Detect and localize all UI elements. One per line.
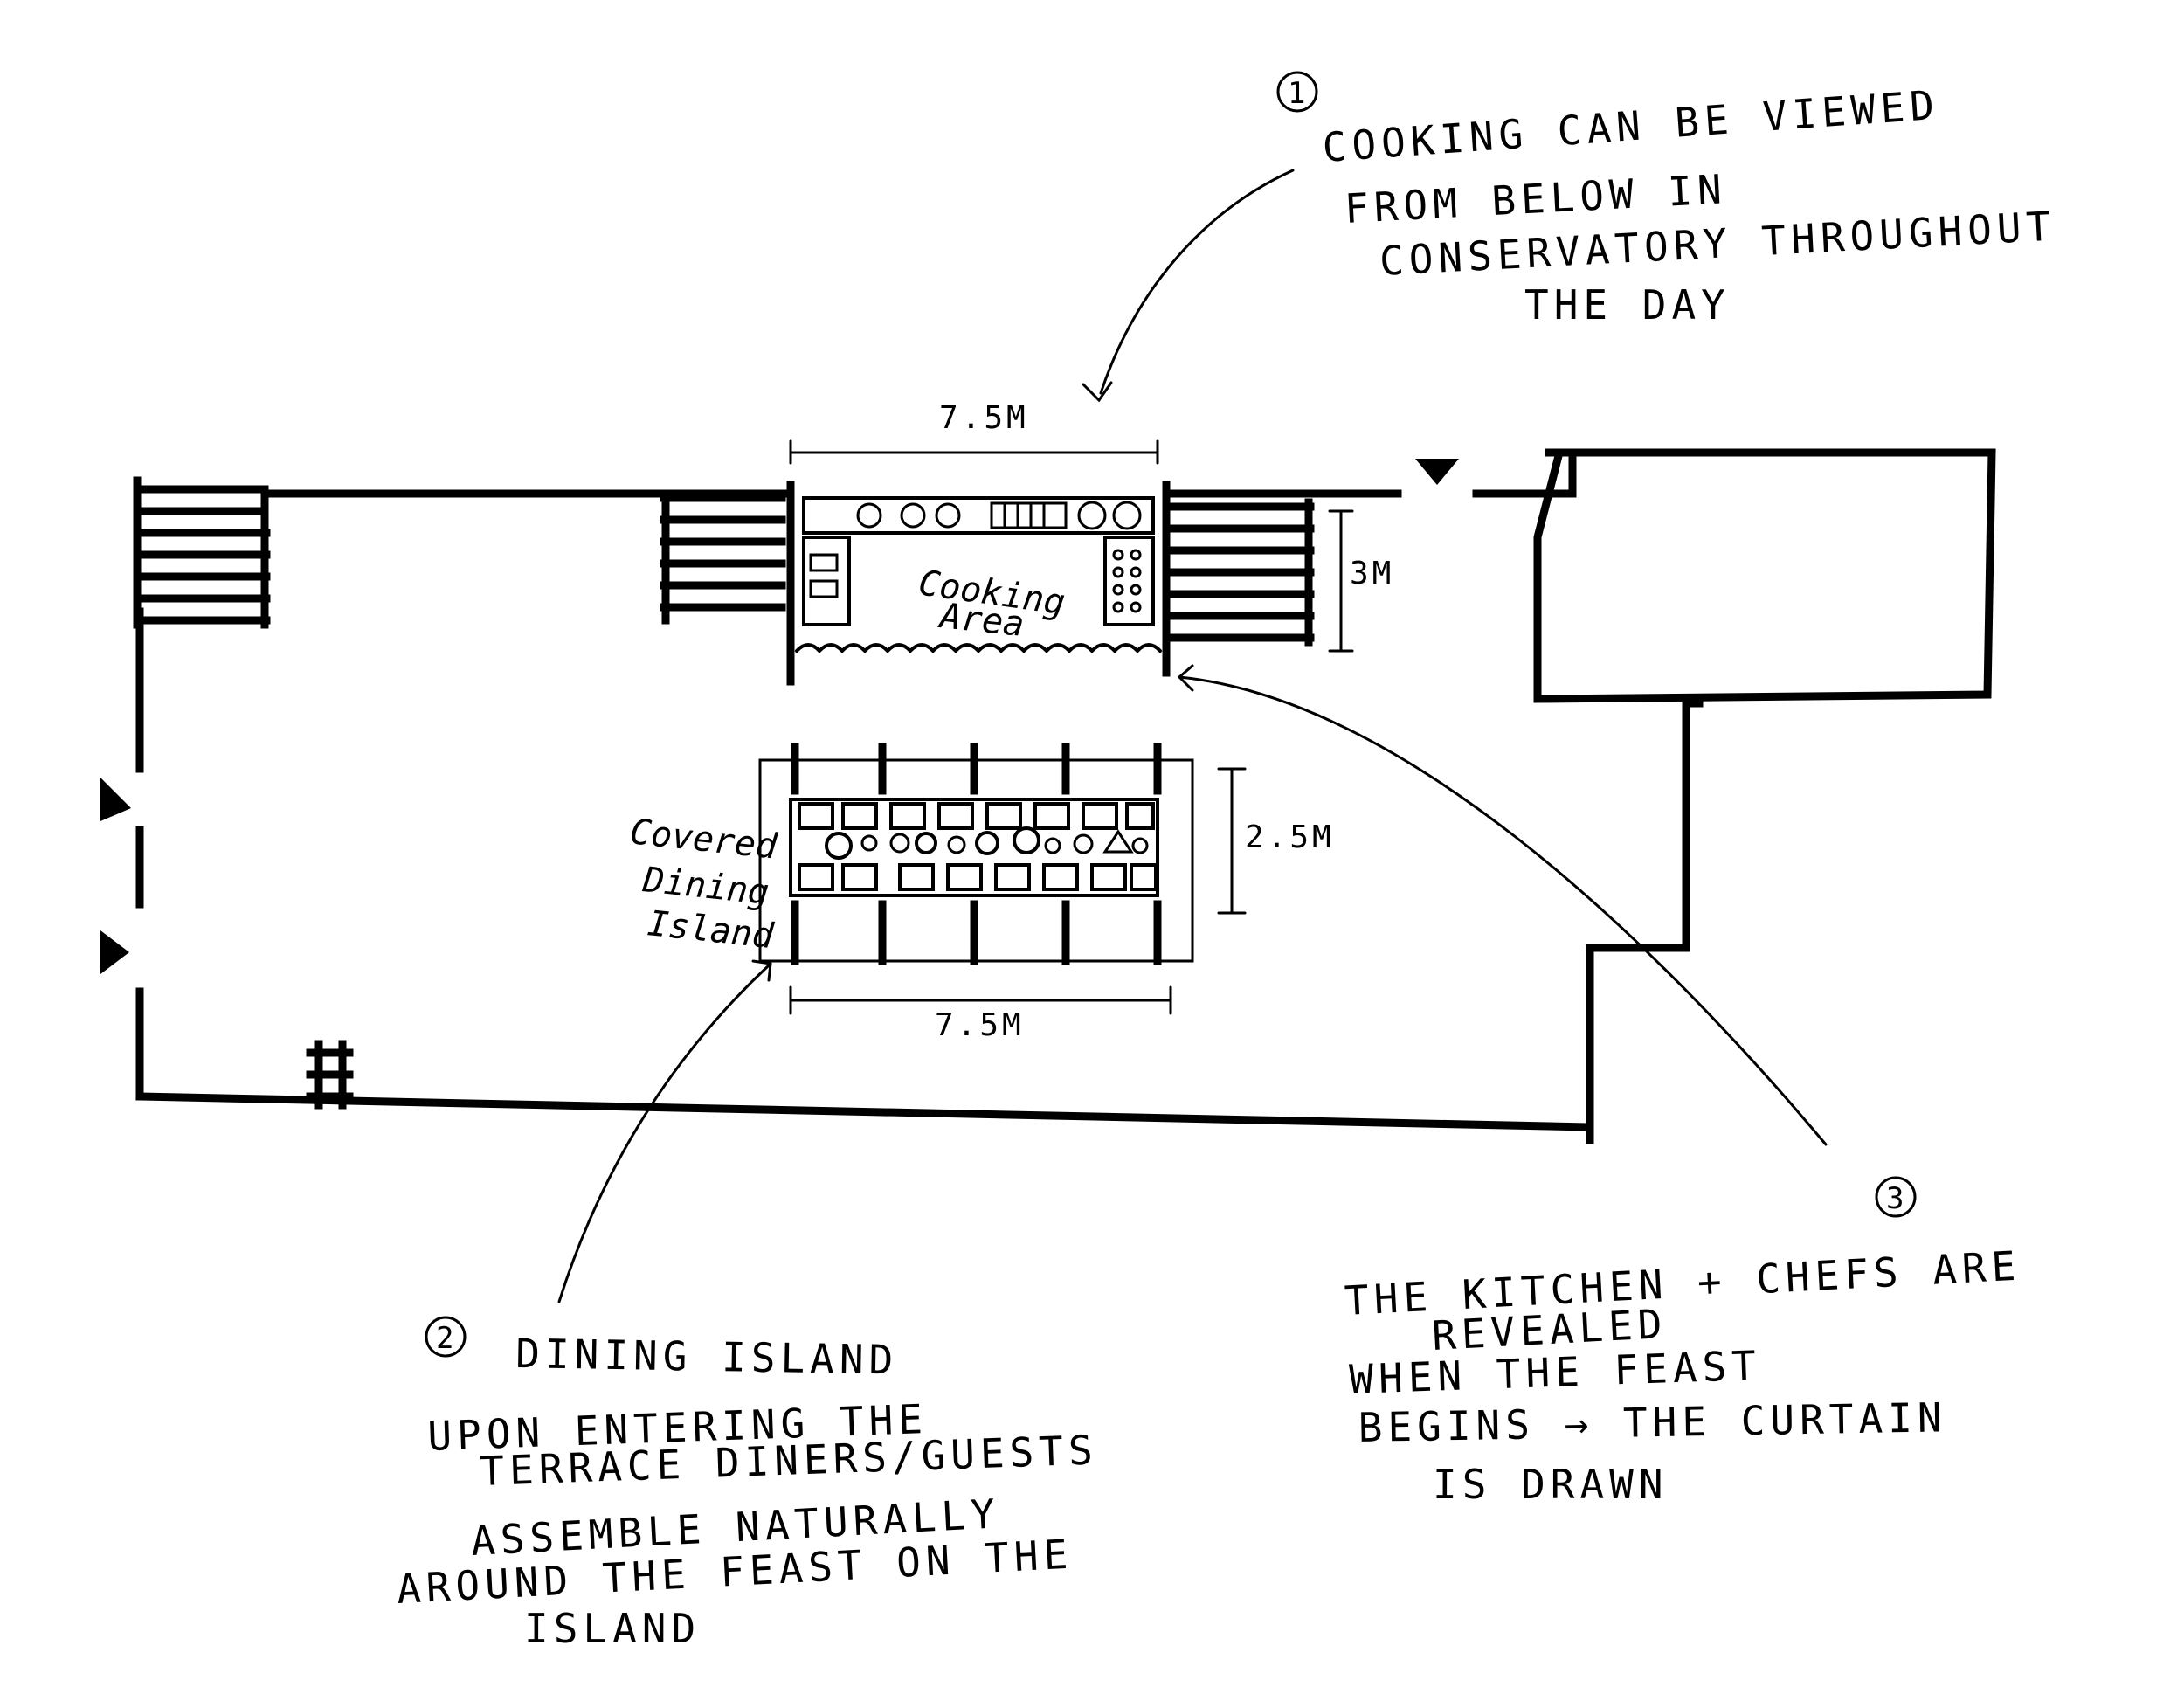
cooking-width-dimension: 7.5M xyxy=(939,400,1029,436)
cooking-depth-dimension: 3M xyxy=(1350,556,1394,591)
note-1-line-4: THE DAY xyxy=(1524,281,1731,328)
stairs-kitchen-right xyxy=(1166,498,1315,647)
dining-dimension-lines xyxy=(789,767,1247,1015)
note-3-line-4: BEGINS → THE CURTAIN xyxy=(1358,1393,1947,1451)
entry-arrow-top xyxy=(1415,459,1459,485)
dining-island xyxy=(758,743,1194,965)
note-2-line-6: ISLAND xyxy=(524,1605,701,1652)
adjacent-building xyxy=(1533,448,1996,703)
terrace-walls xyxy=(135,448,1704,1144)
note-1: 1 COOKING CAN BE VIEWED FROM BELOW IN CO… xyxy=(1276,71,2056,328)
note-1-line-1: COOKING CAN BE VIEWED xyxy=(1321,81,1941,171)
dining-island-label-1: Covered xyxy=(628,812,779,867)
island-depth-dimension: 2.5M xyxy=(1245,819,1335,855)
entry-arrow-left-upper xyxy=(100,778,131,821)
leader-arrows xyxy=(557,169,1828,1303)
curtain xyxy=(795,643,1162,653)
note-3-number: 3 xyxy=(1886,1181,1904,1216)
note-2-number: 2 xyxy=(436,1321,453,1356)
note-2: 2 DINING ISLAND UPON ENTERING THE TERRAC… xyxy=(396,1316,1099,1652)
stairs-kitchen-left xyxy=(660,494,786,625)
cooking-area xyxy=(786,481,1171,686)
note-3-line-3: WHEN THE FEAST xyxy=(1348,1342,1761,1403)
cooking-dimension-lines xyxy=(789,439,1354,653)
island-width-dimension: 7.5M xyxy=(935,1007,1025,1043)
stairs-top-left xyxy=(133,476,271,629)
note-3: 3 THE KITCHEN + CHEFS ARE REVEALED WHEN … xyxy=(1344,1176,2022,1508)
note-1-number: 1 xyxy=(1288,76,1305,111)
note-3-line-5: IS DRAWN xyxy=(1433,1461,1669,1508)
entry-arrow-left-lower xyxy=(100,930,129,974)
cooking-area-label-2: Area xyxy=(936,596,1026,645)
note-2-line-1: DINING ISLAND xyxy=(515,1330,899,1384)
stairs-bottom-left xyxy=(306,1040,354,1110)
